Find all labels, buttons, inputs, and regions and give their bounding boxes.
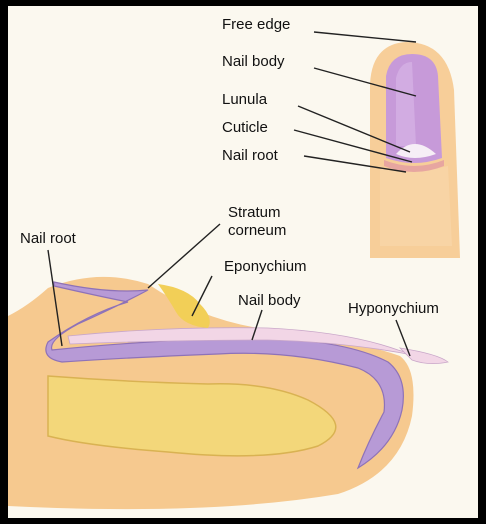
diagram-frame: Free edge Nail body Lunula Cuticle Nail …	[8, 6, 478, 518]
label-nail-root-top: Nail root	[222, 147, 278, 165]
label-stratum-line2: corneum	[228, 222, 286, 240]
leader-free-edge	[314, 32, 416, 42]
leader-stratum	[148, 224, 220, 288]
label-stratum-line1: Stratum	[228, 204, 281, 222]
label-nail-body-top: Nail body	[222, 53, 285, 71]
finger-shading	[380, 166, 452, 246]
label-free-edge: Free edge	[222, 16, 290, 34]
label-lunula: Lunula	[222, 91, 267, 109]
label-eponychium: Eponychium	[224, 258, 307, 276]
label-nail-body-section: Nail body	[238, 292, 301, 310]
label-nail-root-side: Nail root	[20, 230, 76, 248]
label-hyponychium: Hyponychium	[348, 300, 439, 318]
label-cuticle: Cuticle	[222, 119, 268, 137]
fingertip-top-view	[370, 42, 460, 258]
